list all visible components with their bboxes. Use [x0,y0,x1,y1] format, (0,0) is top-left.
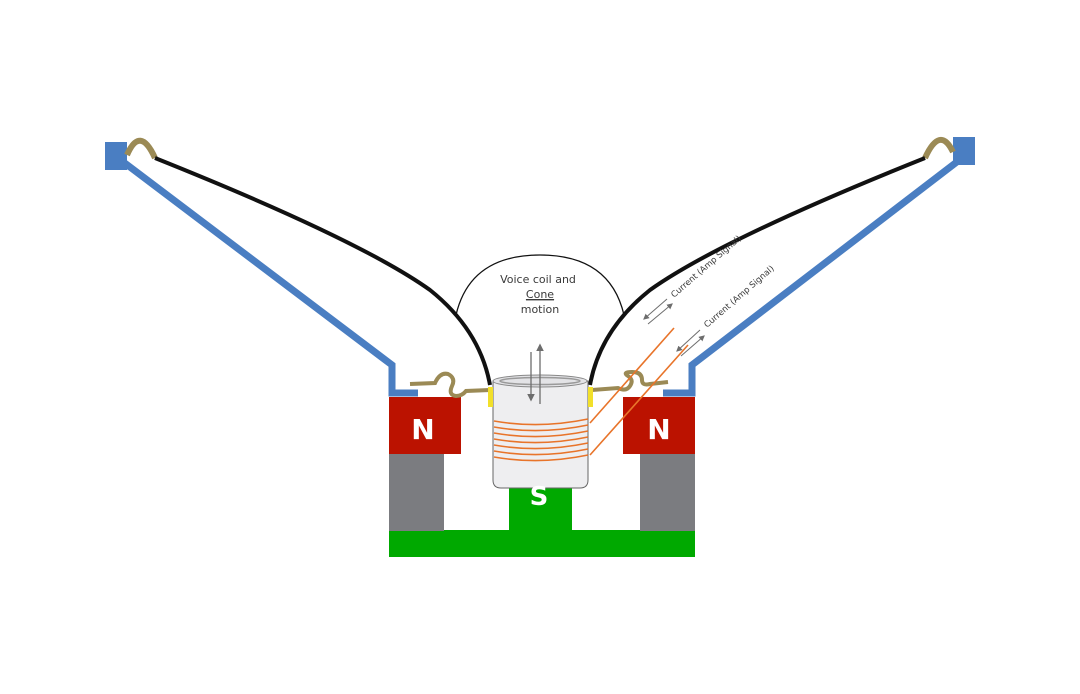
north-label-left: N [411,413,434,446]
motion-dome [455,254,625,316]
cone-left [154,156,492,386]
surround-right [922,137,956,160]
glue-joint-right [588,387,593,407]
basket-mount-right [953,137,975,165]
coil-turn [493,448,589,456]
spider-left [409,371,491,399]
current-label-1: Current (Amp Signal) [669,234,743,300]
current-arrow-1a [643,298,668,320]
coil-turn [493,436,589,444]
basket-frame-left [115,155,418,397]
lead-wire-2 [589,344,689,456]
motion-label-line3: motion [521,303,560,316]
north-magnet-left [389,397,461,454]
coil-turn [493,424,589,432]
motion-label-line2: Cone [526,288,554,301]
voice-coil-winding [493,418,589,462]
coil-turn [493,430,589,438]
current-arrow-2b [680,335,705,357]
coil-turn [493,442,589,450]
cone-right [588,156,926,386]
motion-label-line1: Voice coil and [500,273,576,286]
current-label-2: Current (Amp Signal) [702,264,776,330]
glue-joint-left [488,387,493,407]
back-plate [389,530,695,557]
magnet-body-right [640,453,695,531]
basket-frame-right [663,155,965,397]
spider-right [591,369,669,392]
coil-turn [493,418,589,426]
surround-left [124,137,158,160]
current-arrow-2a [676,329,701,352]
south-pole-piece [509,486,572,532]
north-magnet-right [623,397,695,454]
current-arrow-1b [647,303,673,325]
south-label: S [530,482,549,512]
coil-former [492,380,589,489]
coil-turn [493,454,589,462]
basket-mount-left [105,142,127,170]
north-label-right: N [647,413,670,446]
magnet-body-left [389,453,444,531]
lead-wire-1 [589,327,675,424]
